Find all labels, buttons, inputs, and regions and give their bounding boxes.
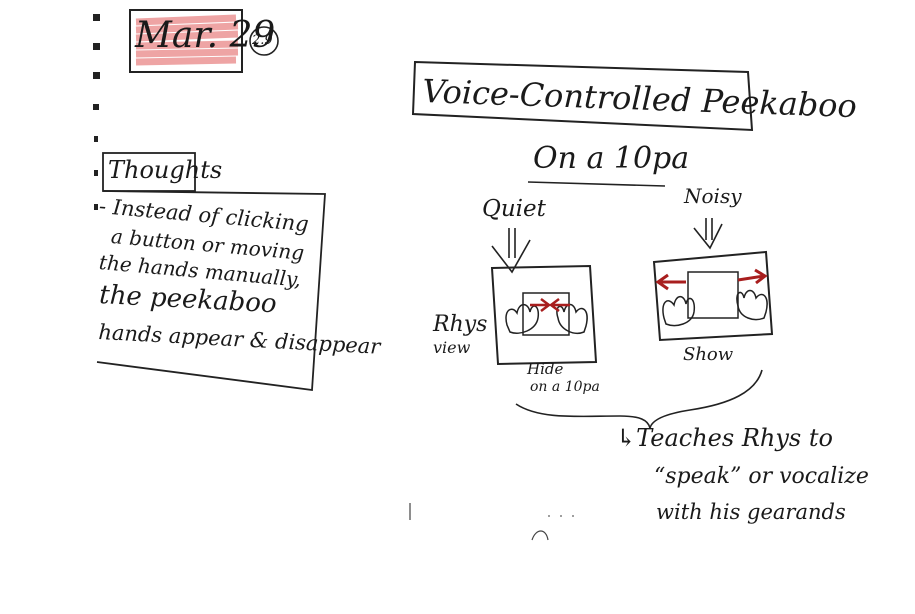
date-text: Mar. 29 bbox=[135, 15, 276, 56]
arrow-out-left-icon bbox=[655, 273, 686, 291]
noisy-arrow-icon bbox=[693, 223, 723, 250]
hide-screen bbox=[490, 264, 598, 366]
hide-label-1: Hide bbox=[527, 360, 564, 378]
noisy-label: Noisy bbox=[684, 184, 742, 208]
rhys-view-label-1: Rhys bbox=[433, 312, 488, 337]
arrow-in-right-icon bbox=[548, 298, 570, 312]
quiet-label: Quiet bbox=[482, 196, 546, 222]
brace bbox=[515, 369, 763, 429]
date-highlight bbox=[135, 14, 239, 66]
quiet-arrow-icon bbox=[491, 239, 531, 274]
hide-label-2: on a 10pa bbox=[530, 379, 600, 395]
outcome-line-2: “speak” or vocalize bbox=[654, 464, 869, 489]
outcome-line-3: with his gearands bbox=[656, 500, 846, 524]
show-label: Show bbox=[683, 344, 734, 365]
rhys-view-label-2: view bbox=[433, 338, 471, 357]
thoughts-heading: Thoughts bbox=[108, 156, 223, 184]
show-screen bbox=[652, 250, 774, 342]
outcome-line-1: ↳Teaches Rhys to bbox=[616, 424, 833, 452]
arrow-out-right-icon bbox=[737, 268, 768, 285]
page-badge: 2.9 bbox=[252, 33, 273, 48]
right-hand-icon bbox=[556, 303, 588, 334]
subtitle-underline bbox=[527, 181, 666, 187]
left-hand-icon bbox=[505, 303, 540, 334]
page-badge-circle bbox=[249, 26, 279, 56]
left-hand-icon bbox=[662, 295, 696, 327]
right-hand-icon bbox=[736, 289, 768, 321]
subtitle: On a 10pa bbox=[533, 141, 690, 176]
